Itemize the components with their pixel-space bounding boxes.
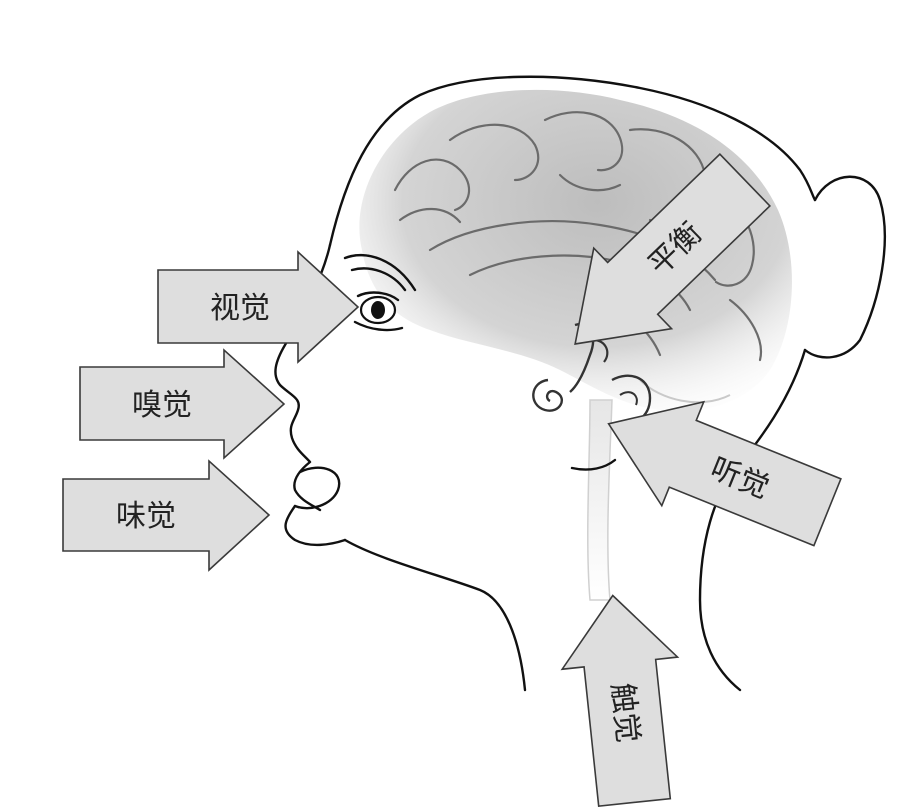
label-touch: 触觉	[604, 681, 645, 744]
arrow-touch: 触觉	[560, 594, 680, 808]
eye-icon	[343, 253, 417, 332]
arrow-hearing: 听觉	[607, 400, 842, 547]
arrow-vision: 视觉	[157, 250, 360, 364]
arrow-balance: 平衡	[574, 153, 772, 345]
label-taste: 味觉	[116, 499, 176, 534]
arrow-taste: 味觉	[62, 459, 271, 572]
label-vision: 视觉	[210, 291, 270, 326]
arrow-smell: 嗅觉	[79, 348, 286, 460]
label-smell: 嗅觉	[132, 388, 192, 423]
head-silhouette	[274, 75, 886, 692]
